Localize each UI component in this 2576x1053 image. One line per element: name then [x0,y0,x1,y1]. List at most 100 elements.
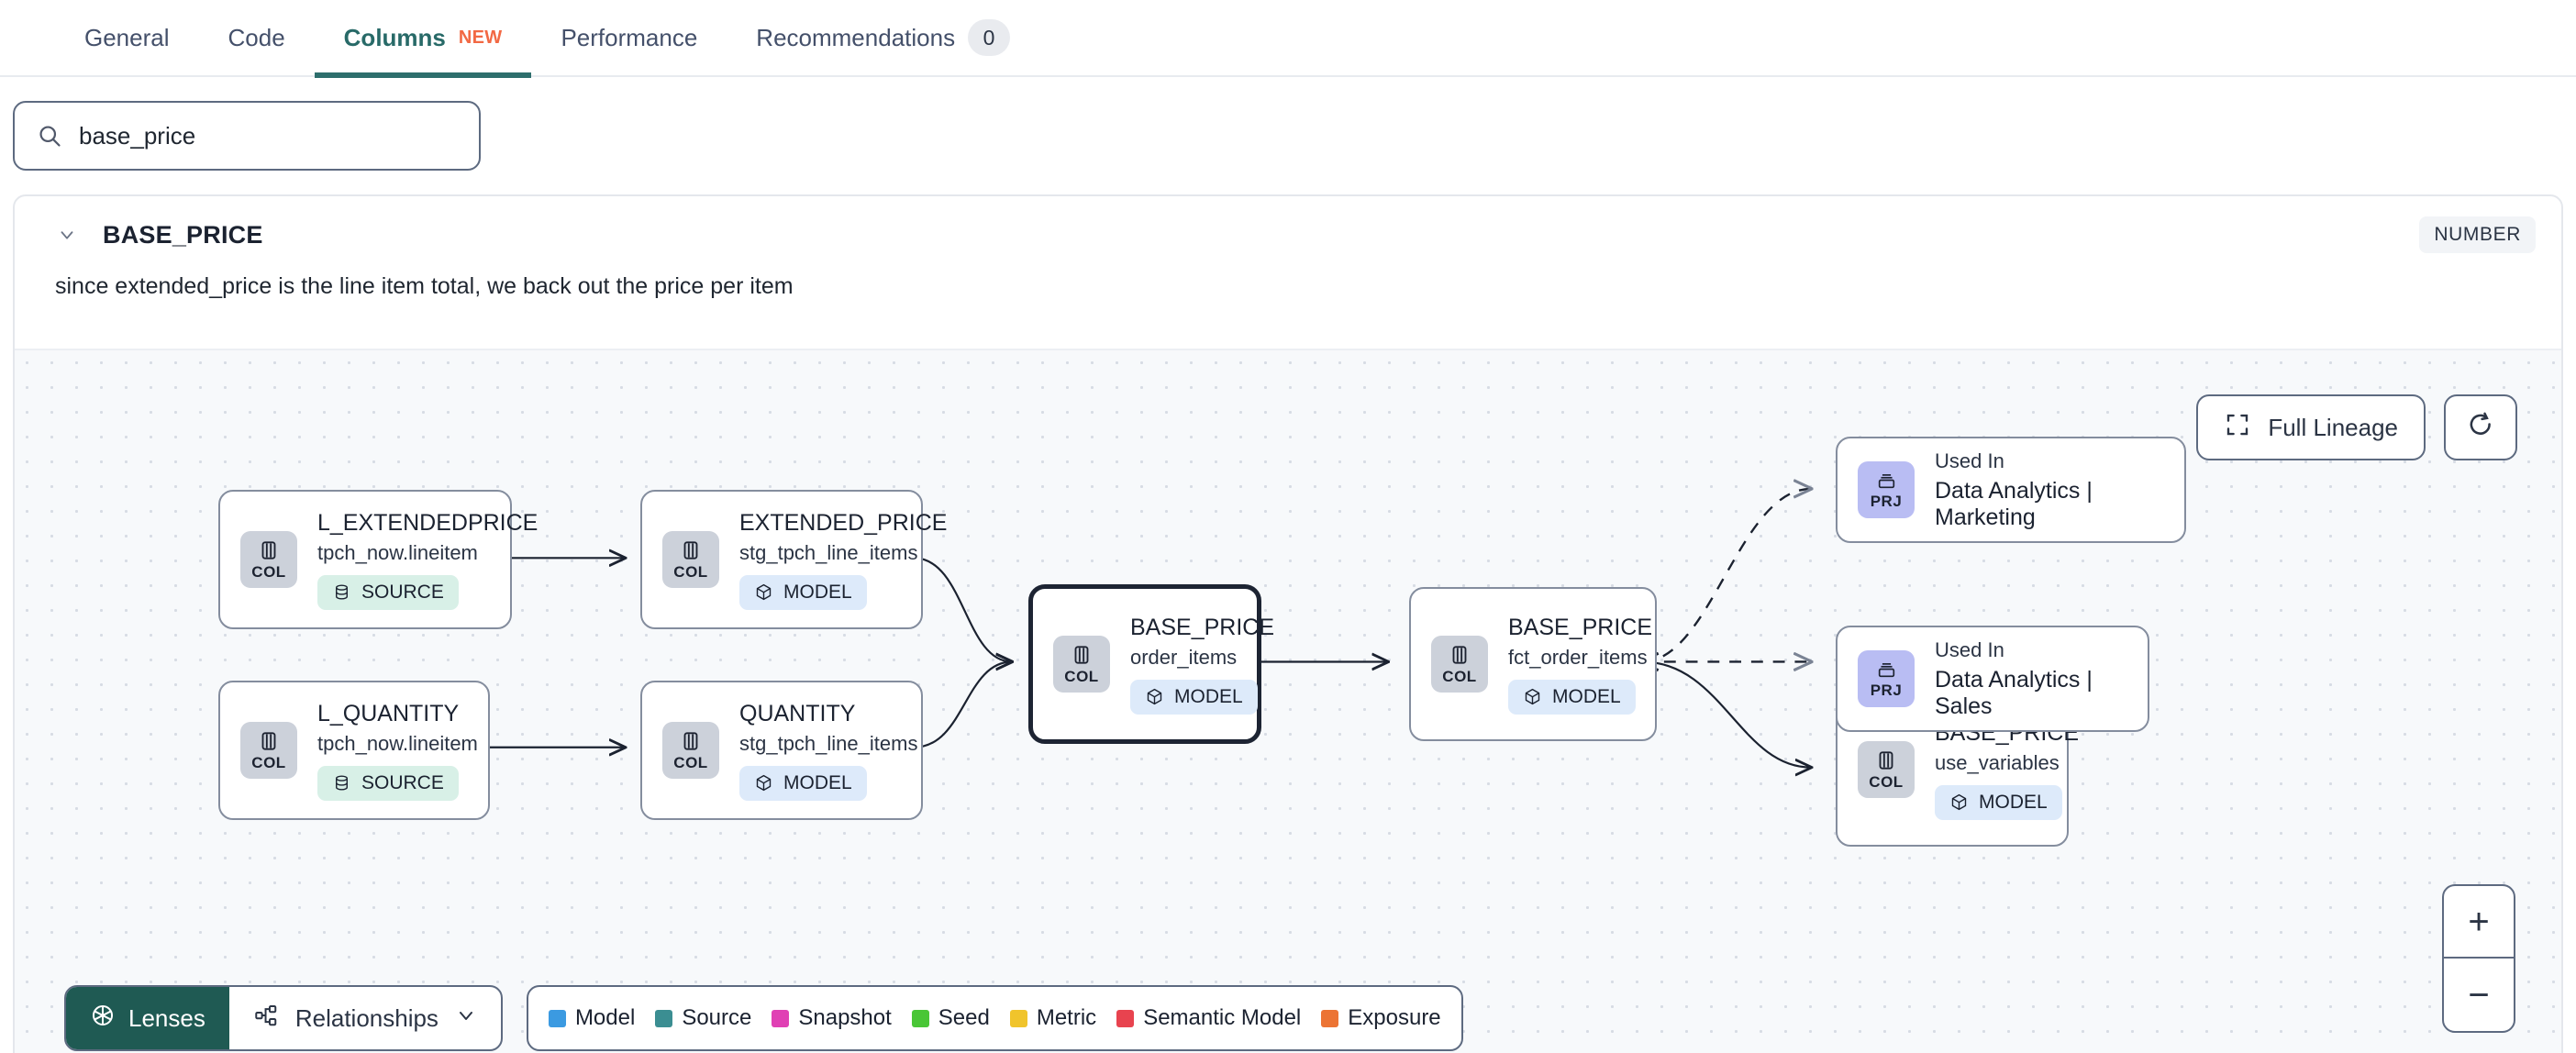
full-lineage-button[interactable]: Full Lineage [2196,394,2426,460]
node-subtitle: stg_tpch_line_items [739,540,918,564]
tab-general[interactable]: General [55,0,199,76]
node-type-badge-label: MODEL [1174,685,1243,707]
prj-kind-icon: PRJ [1858,461,1915,518]
node-type-badge: MODEL [739,765,867,801]
node-subtitle: fct_order_items [1508,645,1648,669]
database-icon [336,775,348,791]
lineage-node[interactable]: COL L_EXTENDEDPRICE tpch_now.lineitem SO… [218,490,538,629]
legend-swatch [548,1009,566,1027]
node-type-badge: MODEL [739,574,867,610]
cube-icon [1951,793,1967,811]
column-type-badge: NUMBER [2419,216,2536,253]
node-kind-label: COL [673,753,708,771]
legend-label: Semantic Model [1143,1005,1302,1030]
legend-swatch [655,1009,673,1027]
canvas-bottom-controls: Lenses Relationships [64,985,1463,1051]
legend-swatch [1116,1009,1135,1027]
legend-swatch [772,1009,790,1027]
legend-swatch [1321,1009,1339,1027]
project-name: Data Analytics | Marketing [1935,477,2093,530]
node-subtitle: stg_tpch_line_items [739,731,918,755]
legend-label: Snapshot [798,1005,892,1030]
database-icon [336,584,348,600]
col-kind-icon: COL [662,722,719,779]
lineage-node[interactable]: COL QUANTITY stg_tpch_line_items MODEL [640,681,923,820]
node-type-badge-label: MODEL [783,581,852,603]
node-subtitle: use_variables [1935,750,2060,774]
tab-new-badge: NEW [458,27,503,48]
tab-bar: General Code Columns NEW Performance Rec… [0,0,2576,78]
lineage-edges [484,350,2561,1053]
lenses-label: Lenses [128,1003,205,1032]
lineage-node[interactable]: COL BASE_PRICE fct_order_items MODEL [1409,587,1657,741]
node-kind-label: PRJ [1870,682,1903,699]
legend-item-semantic-model: Semantic Model [1116,1005,1301,1031]
project-node[interactable]: PRJ Used In Data Analytics | Marketing [1836,437,2186,543]
node-type-badge: MODEL [1935,784,2062,820]
used-in-label: Used In [1935,449,2004,472]
tab-label: Columns [343,23,446,51]
lenses-relationships-group: Lenses Relationships [64,985,503,1051]
refresh-button[interactable] [2444,394,2517,460]
node-kind-label: COL [1869,772,1904,791]
zoom-controls: + − [2442,884,2515,1033]
node-title: QUANTITY [739,700,856,726]
col-kind-icon: COL [240,722,297,779]
search-input[interactable] [79,121,457,150]
column-description: since extended_price is the line item to… [55,273,794,299]
node-type-badge: MODEL [1130,679,1258,715]
project-node[interactable]: PRJ Used In Data Analytics | Sales [1836,626,2149,732]
legend-label: Metric [1036,1005,1097,1030]
tab-performance[interactable]: Performance [531,0,727,76]
search-box[interactable] [13,101,481,171]
expand-frame-icon [2224,411,2251,445]
tab-code[interactable]: Code [199,0,315,76]
node-type-badge-label: SOURCE [361,771,444,793]
lineage-legend: Model Source Snapshot Seed Metric [526,985,1463,1051]
node-title: BASE_PRICE [1508,614,1653,640]
refresh-icon [2466,410,2495,446]
column-name: BASE_PRICE [103,220,263,249]
tab-label: Code [228,23,285,51]
lineage-node[interactable]: COL L_QUANTITY tpch_now.lineitem SOURCE [218,681,490,820]
node-type-badge: SOURCE [317,574,459,610]
zoom-in-button[interactable]: + [2444,886,2514,959]
legend-item-seed: Seed [911,1005,990,1031]
legend-item-source: Source [655,1005,751,1031]
node-type-badge-label: MODEL [1979,791,2048,813]
relationships-dropdown[interactable]: Relationships [229,987,501,1049]
legend-item-model: Model [548,1005,636,1031]
lineage-node[interactable]: COL EXTENDED_PRICE stg_tpch_line_items M… [640,490,947,629]
node-kind-label: COL [251,753,286,771]
search-icon [37,123,62,149]
node-title: L_QUANTITY [317,700,460,726]
tab-columns[interactable]: Columns NEW [314,0,532,78]
zoom-out-button[interactable]: − [2468,974,2490,1015]
legend-item-exposure: Exposure [1321,1005,1441,1031]
tab-label: General [84,23,170,51]
legend-swatch [911,1009,929,1027]
tab-label: Recommendations [756,23,956,51]
chevron-down-icon[interactable] [55,223,79,247]
lenses-button[interactable]: Lenses [66,987,229,1049]
tab-recommendations[interactable]: Recommendations 0 [727,0,1039,76]
legend-label: Seed [938,1005,990,1030]
legend-label: Exposure [1348,1005,1441,1030]
node-subtitle: tpch_now.lineitem [317,540,478,564]
node-type-badge-label: MODEL [783,771,852,793]
node-kind-label: COL [1442,667,1477,685]
lineage-node-selected[interactable]: COL BASE_PRICE order_items MODEL [1028,584,1274,744]
cube-icon [1525,688,1540,705]
lineage-canvas[interactable]: COL L_EXTENDEDPRICE tpch_now.lineitem SO… [15,349,2561,1053]
cube-icon [756,774,772,792]
col-kind-icon: COL [1431,636,1488,693]
col-kind-icon: COL [1053,636,1110,693]
cube-icon [1147,688,1162,705]
canvas-top-controls: Full Lineage [2196,394,2517,460]
cube-icon [756,583,772,601]
node-type-badge-label: SOURCE [361,581,444,603]
node-kind-label: PRJ [1870,493,1903,510]
legend-label: Model [574,1005,636,1030]
used-in-label: Used In [1935,637,2004,661]
node-type-badge: MODEL [1508,679,1636,715]
